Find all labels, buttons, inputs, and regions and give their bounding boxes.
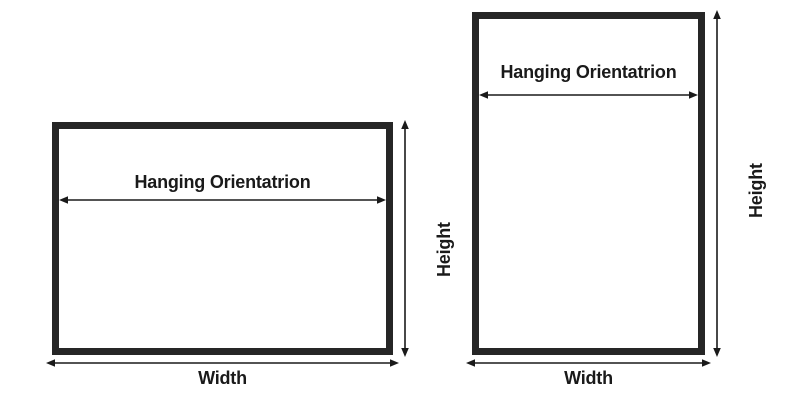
landscape-height-label: Height bbox=[434, 222, 454, 277]
portrait-height-label: Height bbox=[746, 163, 766, 218]
portrait-hanging-orientation-label: Hanging Orientatrion bbox=[500, 62, 677, 82]
landscape-height-arrow bbox=[399, 120, 411, 357]
landscape-hanging-orientation-label: Hanging Orientatrion bbox=[134, 172, 311, 192]
landscape-frame-rectangle bbox=[52, 122, 393, 355]
portrait-hanging-orientation-arrow bbox=[479, 89, 698, 101]
landscape-width-label: Width bbox=[198, 368, 247, 388]
portrait-height-arrow bbox=[711, 10, 723, 357]
portrait-width-arrow bbox=[466, 357, 711, 369]
landscape-hanging-orientation-arrow bbox=[59, 194, 386, 206]
portrait-frame-rectangle bbox=[472, 12, 705, 355]
portrait-width-label: Width bbox=[564, 368, 613, 388]
landscape-width-arrow bbox=[46, 357, 399, 369]
